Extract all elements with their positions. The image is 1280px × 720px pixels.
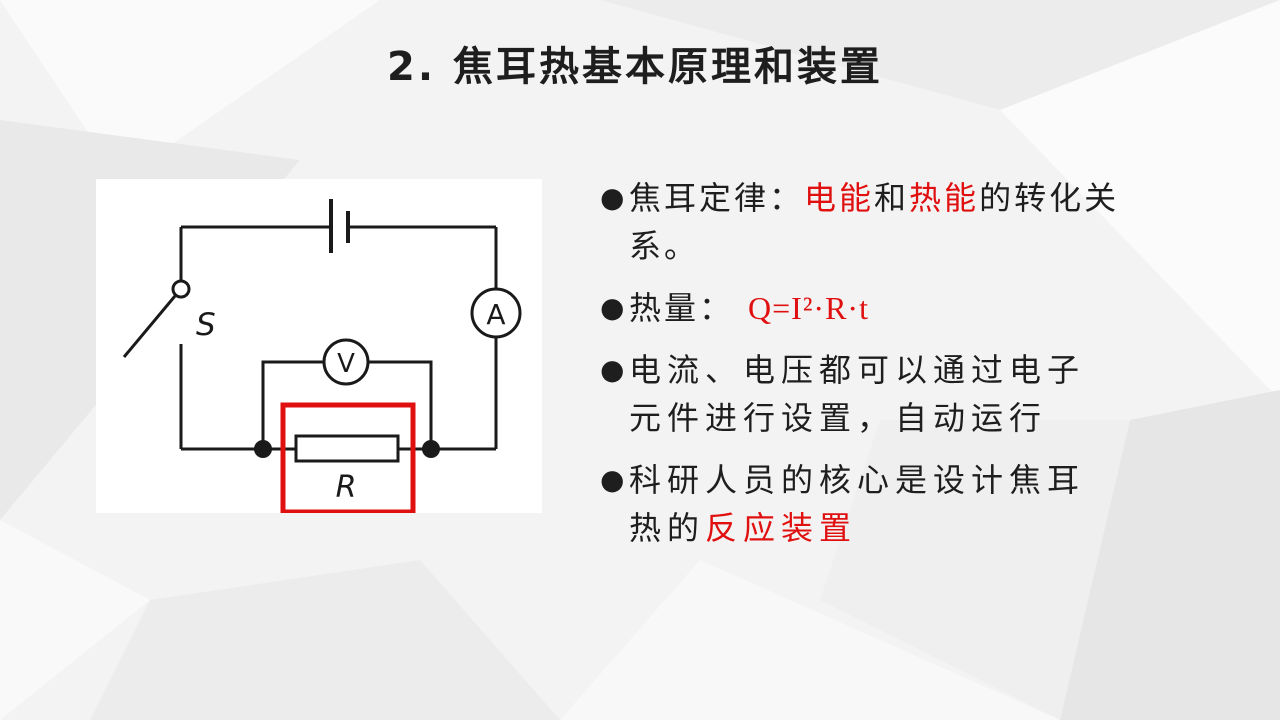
bullet-electronic-control: ●电流、电压都可以通过电子元件进行设置，自动运行 — [600, 346, 1120, 442]
resistor-label: R — [336, 470, 357, 505]
ammeter-circle — [470, 287, 522, 339]
bullet-heat-formula: ●热量：Q=I²·R·t — [600, 284, 1120, 332]
bullet-list: ●焦耳定律：电能和热能的转化关系。 ●热量：Q=I²·R·t ●电流、电压都可以… — [600, 174, 1120, 566]
voltmeter-label: V — [337, 349, 355, 379]
circuit-diagram: S A V R — [96, 179, 542, 513]
junction-node-right — [422, 440, 440, 458]
bullet-dot-icon: ● — [600, 181, 628, 214]
resistor-body — [294, 434, 400, 463]
bullet-dot-icon: ● — [600, 291, 628, 324]
switch-label: S — [196, 307, 216, 343]
voltmeter-circle — [322, 338, 370, 386]
slide-title: 2. 焦耳热基本原理和装置 — [387, 44, 883, 90]
bullet-dot-icon: ● — [600, 463, 631, 496]
bullet-reactor-design: ●科研人员的核心是设计焦耳热的反应装置 — [600, 456, 1120, 552]
bullet-dot-icon: ● — [600, 353, 631, 386]
ammeter-label: A — [486, 298, 505, 331]
heat-formula: Q=I²·R·t — [748, 290, 869, 326]
bullet-joule-law: ●焦耳定律：电能和热能的转化关系。 — [600, 174, 1120, 270]
switch-contact — [171, 279, 191, 299]
resistor-highlight-box — [280, 402, 416, 513]
junction-node-left — [254, 440, 272, 458]
switch-blade — [122, 295, 177, 358]
voltmeter-branch-left — [261, 360, 324, 449]
voltmeter-branch-right — [368, 360, 433, 449]
